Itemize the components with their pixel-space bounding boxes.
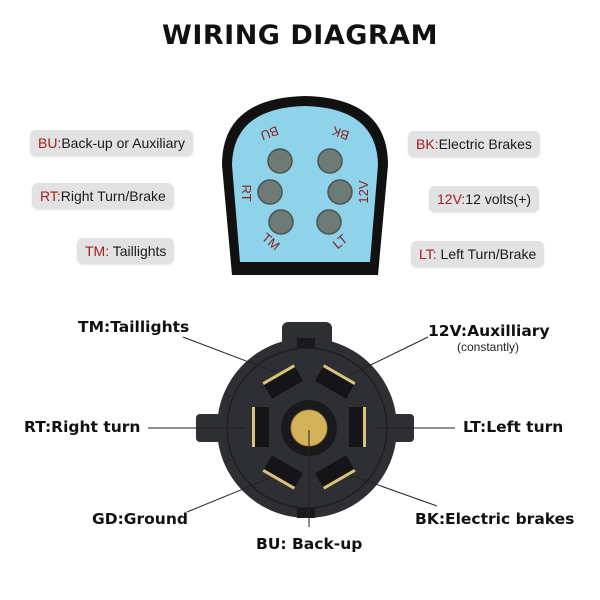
- legend-bk: BK:Electric Brakes: [408, 131, 540, 157]
- pin-tm: [268, 209, 294, 235]
- socket-label-bu: BU: Back-up: [256, 535, 363, 553]
- socket-label-bk: BK:Electric brakes: [415, 510, 575, 528]
- legend-bu-text: Back-up or Auxiliary: [61, 135, 186, 151]
- socket-label-12v-note: (constantly): [457, 340, 520, 354]
- legend-bk-text: Electric Brakes: [438, 136, 532, 152]
- face-label-bu: BU: [258, 123, 280, 143]
- legend-tm-text: Taillights: [109, 243, 167, 259]
- legend-rt: RT:Right Turn/Brake: [32, 183, 174, 209]
- socket-label-12v: 12V:Auxilliary: [428, 322, 550, 340]
- legend-tm-code: TM:: [85, 243, 110, 259]
- legend-lt-text: Left Turn/Brake: [436, 246, 537, 262]
- page-title: WIRING DIAGRAM: [162, 20, 438, 51]
- socket-label-rt: RT:Right turn: [24, 418, 141, 436]
- face-label-rt: RT: [239, 184, 254, 201]
- socket-body: [196, 322, 414, 518]
- leader-lines: [148, 336, 455, 527]
- legend-lt: LT: Left Turn/Brake: [411, 241, 545, 267]
- pin-bu: [267, 148, 293, 174]
- pin-lt: [316, 209, 342, 235]
- legend-12v-text: 12 volts(+): [465, 191, 532, 207]
- legend-bk-code: BK:: [416, 136, 439, 152]
- plug-pins: [257, 148, 353, 235]
- legend-bu: BU:Back-up or Auxiliary: [30, 130, 194, 156]
- pin-rt: [257, 179, 283, 205]
- legend-12v-code: 12V:: [437, 191, 466, 207]
- face-label-12v: 12V: [356, 180, 371, 203]
- pin-bk: [317, 148, 343, 174]
- legend-lt-code: LT:: [419, 246, 437, 262]
- legend-bu-code: BU:: [38, 135, 62, 151]
- face-label-bk: BK: [329, 123, 351, 143]
- legend-12v: 12V:12 volts(+): [429, 186, 540, 212]
- legend-tm: TM: Taillights: [77, 238, 175, 264]
- socket-label-lt: LT:Left turn: [463, 418, 564, 436]
- legend-rt-text: Right Turn/Brake: [60, 188, 166, 204]
- socket-terminals: [252, 364, 366, 490]
- pin-12v: [327, 179, 353, 205]
- socket-label-gd: GD:Ground: [92, 510, 188, 528]
- legend-rt-code: RT:: [40, 188, 61, 204]
- socket-label-tm: TM:Taillights: [78, 318, 190, 336]
